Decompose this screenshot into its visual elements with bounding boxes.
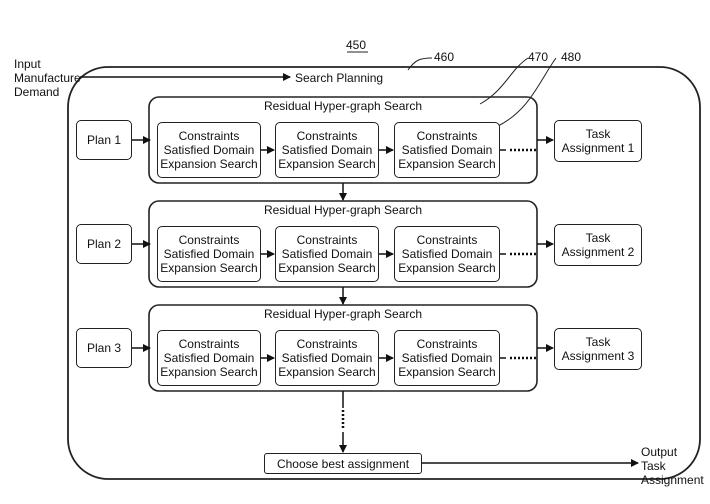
leader-470 — [479, 57, 529, 105]
csde-box-3-2: Constraints Satisfied Domain Expansion S… — [275, 330, 379, 386]
ref-470: 470 — [528, 50, 549, 64]
csde-box-1-2: Constraints Satisfied Domain Expansion S… — [275, 122, 379, 178]
task-assignment-label: Task Assignment 2 — [561, 231, 635, 259]
residual-search-title-1: Residual Hyper-graph Search — [263, 99, 423, 113]
task-assignment-box-3: Task Assignment 3 — [554, 328, 642, 370]
residual-search-title-3: Residual Hyper-graph Search — [263, 307, 423, 321]
plan-box-1: Plan 1 — [76, 120, 132, 160]
residual-search-title-2: Residual Hyper-graph Search — [263, 203, 423, 217]
leader-480 — [497, 57, 557, 127]
search-planning-label: Search Planning — [295, 71, 384, 85]
ref-450: 450 — [346, 38, 367, 52]
csde-box-3-3: Constraints Satisfied Domain Expansion S… — [394, 330, 500, 386]
choose-best-box: Choose best assignment — [264, 453, 422, 474]
csde-label: Constraints Satisfied Domain Expansion S… — [398, 337, 496, 379]
csde-label: Constraints Satisfied Domain Expansion S… — [398, 233, 496, 275]
outer-frame — [67, 66, 701, 480]
task-assignment-label: Task Assignment 1 — [561, 127, 635, 155]
input-label: Input Manufacture Demand — [14, 57, 81, 99]
plan-label: Plan 3 — [86, 341, 122, 355]
csde-box-3-1: Constraints Satisfied Domain Expansion S… — [157, 330, 261, 386]
csde-label: Constraints Satisfied Domain Expansion S… — [398, 129, 496, 171]
csde-label: Constraints Satisfied Domain Expansion S… — [160, 337, 258, 379]
ref-480: 480 — [561, 50, 582, 64]
plan-box-3: Plan 3 — [76, 328, 132, 368]
csde-box-1-3: Constraints Satisfied Domain Expansion S… — [394, 122, 500, 178]
plan-label: Plan 1 — [86, 133, 122, 147]
plan-box-2: Plan 2 — [76, 224, 132, 264]
csde-box-2-1: Constraints Satisfied Domain Expansion S… — [157, 226, 261, 282]
csde-label: Constraints Satisfied Domain Expansion S… — [160, 129, 258, 171]
csde-box-1-1: Constraints Satisfied Domain Expansion S… — [157, 122, 261, 178]
csde-label: Constraints Satisfied Domain Expansion S… — [278, 129, 376, 171]
ref-460: 460 — [434, 50, 455, 64]
task-assignment-box-1: Task Assignment 1 — [554, 120, 642, 162]
csde-box-2-2: Constraints Satisfied Domain Expansion S… — [275, 226, 379, 282]
output-label: Output Task Assignment — [641, 445, 704, 487]
plan-label: Plan 2 — [86, 237, 122, 251]
leader-460 — [407, 57, 433, 71]
task-assignment-label: Task Assignment 3 — [561, 335, 635, 363]
csde-label: Constraints Satisfied Domain Expansion S… — [278, 233, 376, 275]
task-assignment-box-2: Task Assignment 2 — [554, 224, 642, 266]
csde-box-2-3: Constraints Satisfied Domain Expansion S… — [394, 226, 500, 282]
csde-label: Constraints Satisfied Domain Expansion S… — [278, 337, 376, 379]
choose-best-label: Choose best assignment — [276, 456, 410, 471]
csde-label: Constraints Satisfied Domain Expansion S… — [160, 233, 258, 275]
